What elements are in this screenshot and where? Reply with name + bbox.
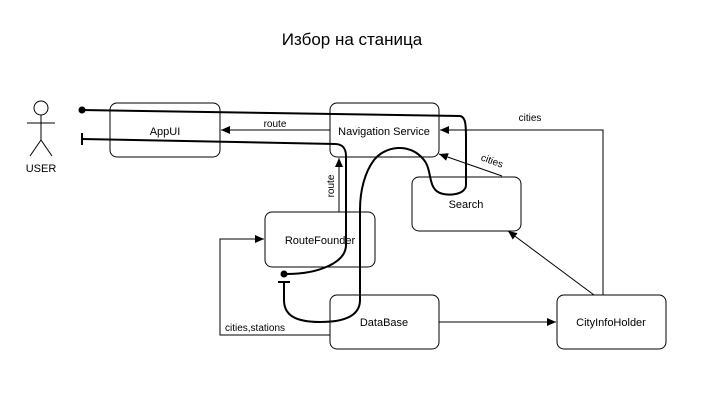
diagram-title: Избор на станица <box>282 30 423 49</box>
actor-head <box>33 100 49 116</box>
node-search-label: Search <box>449 199 484 211</box>
node-appui[interactable]: AppUI <box>109 102 221 158</box>
actor-left-leg <box>29 139 42 157</box>
node-navigation-label: Navigation Service <box>338 126 430 138</box>
node-cityinfo-label: CityInfoHolder <box>576 317 646 329</box>
edge-search-to-nav[interactable] <box>438 153 503 177</box>
edge-cityinfo-to-nav-label: cities <box>519 113 542 124</box>
node-database[interactable]: DataBase <box>329 294 440 350</box>
actor-right-leg <box>40 139 53 157</box>
node-search[interactable]: Search <box>411 176 522 232</box>
actor-label: USER <box>26 163 57 175</box>
edge-cityinfo-to-nav[interactable] <box>440 126 604 295</box>
user-actor[interactable]: USER <box>26 100 57 175</box>
edge-routefounder-to-nav-label: route <box>326 174 337 197</box>
edge-search-to-nav-label: cities <box>479 153 504 171</box>
flow-user-to-search-to-database[interactable] <box>81 109 467 324</box>
node-routefounder-label: RouteFounder <box>285 235 356 247</box>
edge-database-to-routefounder-label: cities,stations <box>225 323 285 334</box>
edge-database-to-routefounder[interactable] <box>219 235 330 336</box>
node-database-label: DataBase <box>360 317 408 329</box>
node-cityinfoholder[interactable]: CityInfoHolder <box>556 294 667 350</box>
node-routefounder[interactable]: RouteFounder <box>264 211 376 268</box>
edge-cityinfo-to-search[interactable] <box>507 230 595 296</box>
node-appui-label: AppUI <box>150 126 181 138</box>
flow-mid-dot <box>280 270 288 278</box>
flow-routefounder-to-user[interactable] <box>81 138 347 275</box>
node-navigation-service[interactable]: Navigation Service <box>329 102 440 158</box>
edge-nav-to-appui-label: route <box>264 119 287 130</box>
